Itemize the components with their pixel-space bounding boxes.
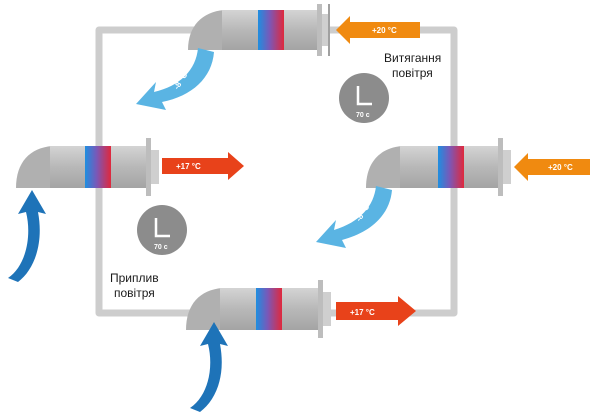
ventilator-right [366, 138, 511, 196]
temp-indoor-right: +20 °C [548, 163, 573, 172]
timer-left: 70 c [137, 205, 187, 255]
ventilator-top [188, 4, 330, 56]
arrow-outdoor-left: -10 °C [8, 190, 46, 282]
arrow-supply-left: +17 °C [162, 152, 244, 180]
timer-label-left: 70 c [154, 244, 168, 251]
arrow-indoor-top: +20 °C [336, 16, 420, 44]
arrow-indoor-right: +20 °C [514, 153, 590, 181]
timer-label-top-right: 70 c [356, 112, 370, 119]
arrow-outdoor-bottom: -10 °C [190, 322, 228, 412]
temp-supply-bottom: +17 °C [350, 308, 375, 317]
clock-icon [339, 73, 389, 123]
heat-exchanger [256, 288, 282, 330]
ventilator-bottom [186, 280, 331, 338]
label-supply-line2: повітря [114, 286, 155, 300]
heat-exchanger [258, 10, 284, 50]
elbow-hood [186, 288, 222, 330]
label-exhaust-line2: повітря [392, 66, 433, 80]
temp-indoor-top: +20 °C [372, 26, 397, 35]
arrow-exhaust-top: -8 °C [136, 48, 214, 110]
temp-supply-left: +17 °C [176, 162, 201, 171]
elbow-hood [366, 146, 402, 188]
timer-top-right: 70 c [339, 73, 389, 123]
label-supply-line1: Приплив [110, 271, 159, 285]
clock-icon [137, 205, 187, 255]
label-exhaust-line1: Витягання [384, 51, 441, 65]
heat-exchanger [85, 146, 111, 188]
heat-exchanger [438, 146, 464, 188]
label-supply: Приплив повітря [110, 271, 159, 300]
elbow-hood [16, 146, 52, 188]
ventilator-left [16, 138, 159, 196]
label-exhaust: Витягання повітря [384, 51, 441, 80]
arrow-supply-bottom: +17 °C [336, 296, 416, 326]
arrow-exhaust-right: -8 °C [316, 186, 392, 248]
elbow-hood [188, 10, 224, 50]
